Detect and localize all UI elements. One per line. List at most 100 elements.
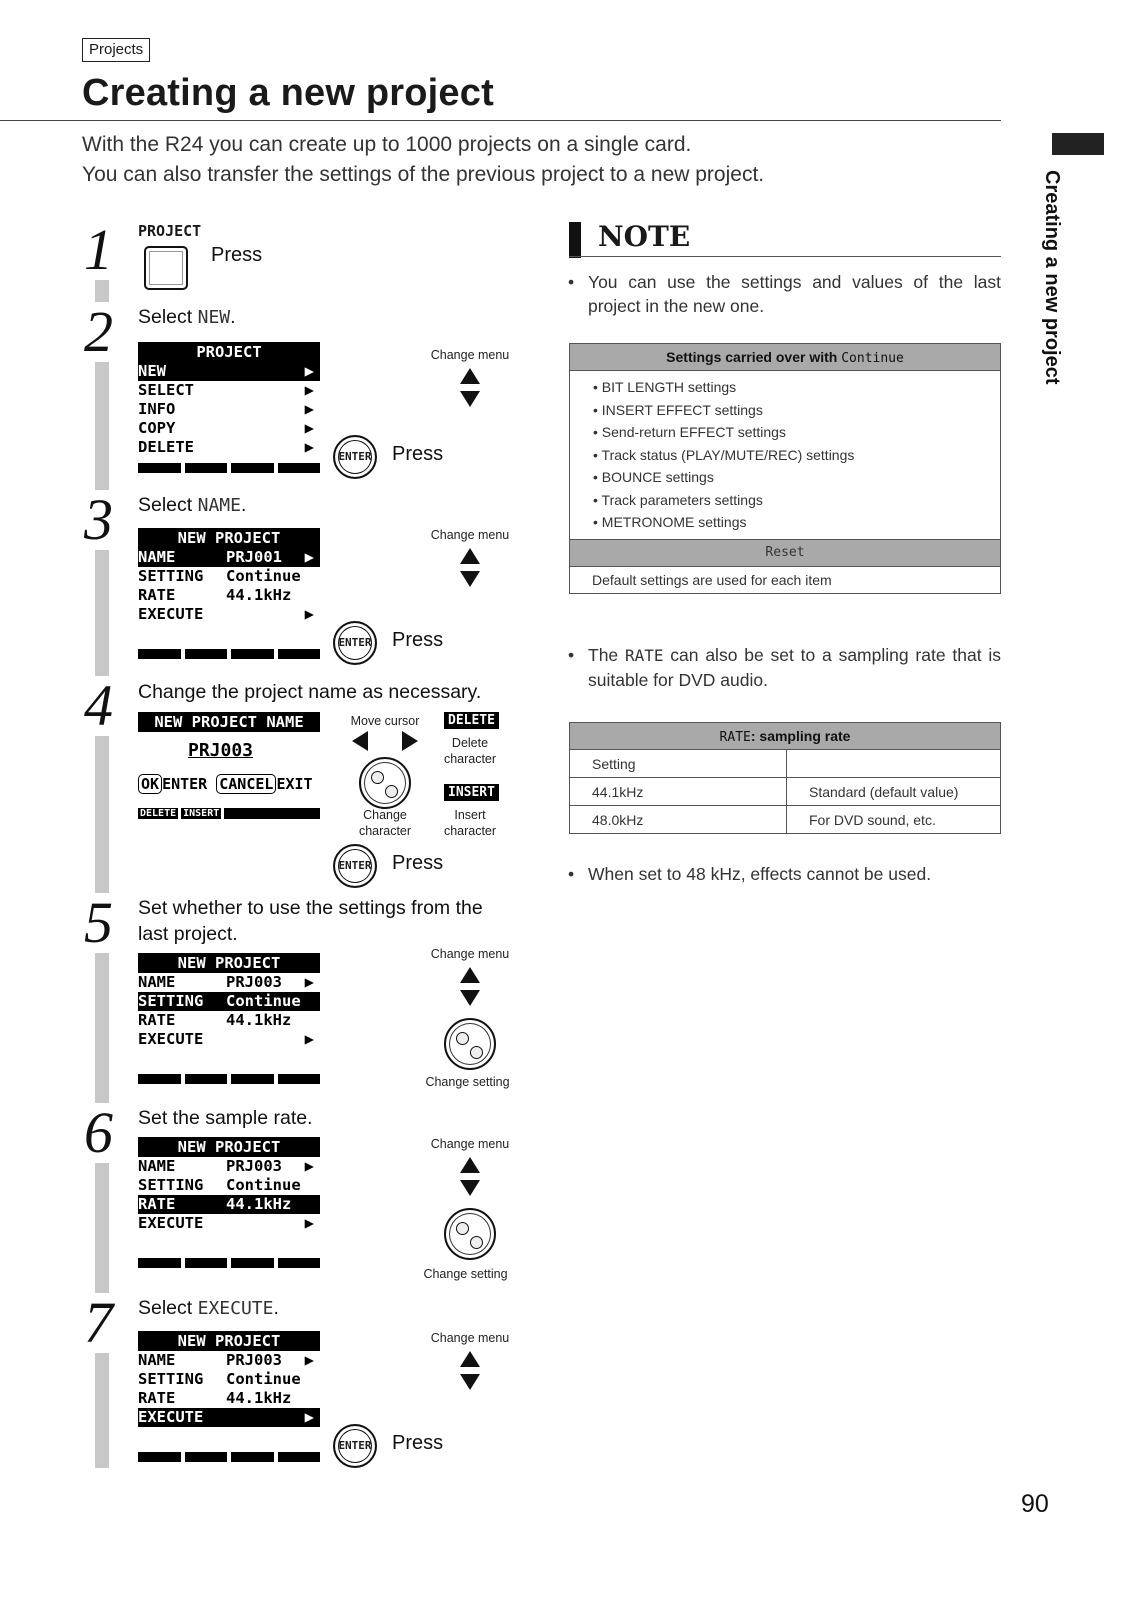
lcd-row: INFO▶: [138, 400, 314, 418]
cursor-up-icon[interactable]: [460, 1351, 480, 1367]
step-number-6: 6: [84, 1103, 122, 1163]
enter-button-icon[interactable]: ENTER: [333, 844, 377, 888]
press-label: Press: [392, 1432, 444, 1454]
step-number-2: 2: [84, 302, 122, 362]
side-tab-label: Creating a new project: [1041, 170, 1063, 385]
step-4-text: Change the project name as necessary.: [138, 681, 482, 703]
lcd-row: [138, 1049, 320, 1068]
intro-line-1: With the R24 you can create up to 1000 p…: [82, 133, 692, 156]
project-button-icon[interactable]: [144, 246, 188, 290]
dial-icon[interactable]: [444, 1018, 496, 1070]
press-label: Press: [392, 443, 444, 465]
title-divider: [0, 120, 1001, 121]
lcd-title: NEW PROJECT: [138, 953, 320, 973]
cursor-down-icon[interactable]: [460, 391, 480, 407]
list-item: Send-return EFFECT settings: [593, 421, 999, 444]
note-bullet-1: •You can use the settings and values of …: [568, 272, 1001, 316]
lcd-title: NEW PROJECT NAME: [138, 712, 320, 732]
lcd-row: [138, 624, 320, 643]
step-6-text: Set the sample rate.: [138, 1107, 313, 1129]
cursor-down-icon[interactable]: [460, 1180, 480, 1196]
settings-table-header: Settings carried over with Continue: [569, 343, 1001, 371]
delete-key[interactable]: DELETE: [444, 712, 499, 729]
lcd-title: NEW PROJECT: [138, 1137, 320, 1157]
lcd-function-bar: [138, 1074, 320, 1084]
cursor-left-icon[interactable]: [352, 731, 368, 751]
page-number: 90: [1021, 1490, 1049, 1518]
step-3-text: Select NAME.: [138, 494, 247, 516]
list-item: Track status (PLAY/MUTE/REC) settings: [593, 444, 999, 467]
section-tag: Projects: [82, 38, 151, 62]
list-item: BOUNCE settings: [593, 466, 999, 489]
cursor-up-icon[interactable]: [460, 548, 480, 564]
table-row: Setting: [569, 749, 1001, 778]
lcd-title: NEW PROJECT: [138, 1331, 320, 1351]
rate-table-header: RATE: sampling rate: [569, 722, 1001, 750]
move-cursor-label: Move cursor: [350, 714, 420, 728]
lcd-project-menu: PROJECT NEW▶ SELECT▶ INFO▶ COPY▶ DELETE▶: [138, 342, 320, 473]
lcd-row: [138, 1233, 320, 1252]
enter-button-icon[interactable]: ENTER: [333, 621, 377, 665]
dial-icon[interactable]: [444, 1208, 496, 1260]
change-menu-label: Change menu: [430, 947, 510, 961]
cursor-down-icon[interactable]: [460, 1374, 480, 1390]
change-menu-label: Change menu: [430, 1137, 510, 1151]
change-menu-label: Change menu: [430, 348, 510, 362]
dial-icon[interactable]: [359, 757, 411, 809]
step-number-7: 7: [84, 1293, 122, 1353]
lcd-row: EXECUTE▶: [138, 1030, 314, 1048]
step-number-3: 3: [84, 490, 122, 550]
step-rail: [95, 255, 109, 1468]
page-title: Creating a new project: [82, 72, 494, 114]
change-setting-label: Change setting: [423, 1267, 508, 1281]
reset-header: Reset: [569, 538, 1001, 567]
insert-key[interactable]: INSERT: [444, 784, 499, 801]
lcd-function-bar: [138, 1452, 320, 1462]
list-item: BIT LENGTH settings: [593, 376, 999, 399]
cursor-right-icon[interactable]: [402, 731, 418, 751]
lcd-row: EXECUTE▶: [138, 1214, 314, 1232]
reset-description: Default settings are used for each item: [569, 565, 1001, 594]
lcd-function-bar: DELETE INSERT: [138, 808, 320, 819]
enter-button-icon[interactable]: ENTER: [333, 1424, 377, 1468]
change-menu-label: Change menu: [430, 528, 510, 542]
cursor-down-icon[interactable]: [460, 990, 480, 1006]
step-number-4: 4: [84, 676, 122, 736]
note-bullet-3: •When set to 48 kHz, effects cannot be u…: [568, 864, 932, 884]
note-divider: [569, 256, 1001, 257]
lcd-function-bar: [138, 649, 320, 659]
cursor-up-icon[interactable]: [460, 368, 480, 384]
list-item: Track parameters settings: [593, 489, 999, 512]
step-2-text: Select NEW.: [138, 306, 236, 328]
step-5-text: Set whether to use the settings from the…: [138, 897, 483, 945]
settings-carried-over-table: Settings carried over with Continue BIT …: [569, 343, 1001, 594]
cursor-up-icon[interactable]: [460, 967, 480, 983]
cursor-up-icon[interactable]: [460, 1157, 480, 1173]
note-bullet-2: •The RATE can also be set to a sampling …: [568, 645, 1001, 690]
lcd-row: EXECUTE▶: [138, 1408, 320, 1427]
enter-button-icon[interactable]: ENTER: [333, 435, 377, 479]
cursor-down-icon[interactable]: [460, 571, 480, 587]
step-7-text: Select EXECUTE.: [138, 1297, 279, 1319]
side-tab-marker: [1052, 133, 1104, 155]
list-item: METRONOME settings: [593, 511, 999, 534]
lcd-function-bar: [138, 1258, 320, 1268]
